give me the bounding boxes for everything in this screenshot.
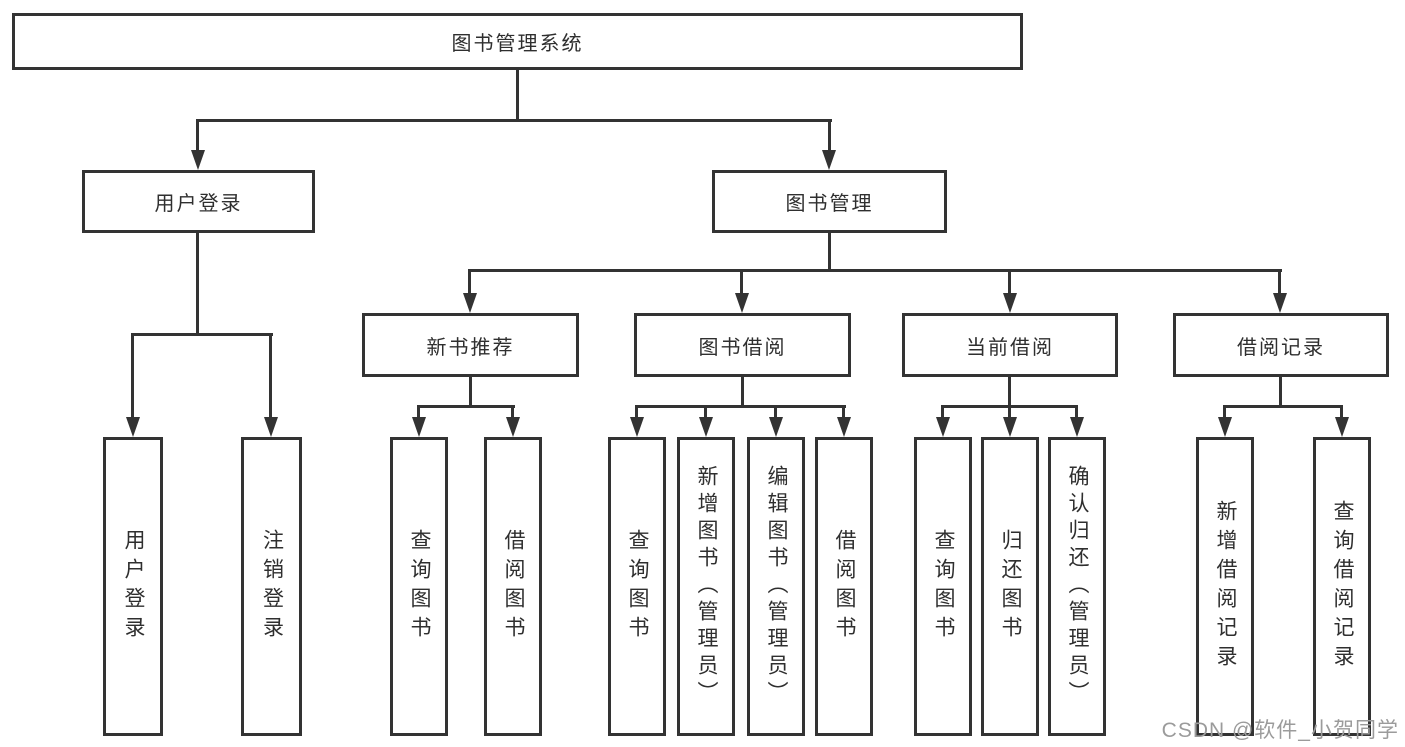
connector-book-management-hbar [469, 269, 1282, 272]
connector-user-login-trunk [196, 233, 199, 335]
node-borrow-records: 借阅记录 [1173, 313, 1389, 377]
leaf-query-book-borrow: 查询图书 [608, 437, 666, 736]
leaf-user-login: 用户登录 [103, 437, 163, 736]
arrow-down-icon [191, 150, 205, 170]
connector-root-trunk [516, 70, 519, 120]
leaf-borrow-book-recommend: 借阅图书 [484, 437, 542, 736]
connector-current-borrow-trunk [1008, 377, 1011, 407]
connector-stem-leaf [511, 405, 514, 417]
connector-borrow-records-trunk [1279, 377, 1282, 407]
connector-new-book-hbar [417, 405, 515, 408]
node-current-borrow: 当前借阅 [902, 313, 1118, 377]
connector-stem-leaf [131, 333, 134, 417]
connector-stem-leaf [941, 405, 944, 417]
leaf-edit-book-admin: 编辑图书（管理员） [747, 437, 805, 736]
arrow-down-icon [735, 293, 749, 313]
leaf-query-book-recommend: 查询图书 [390, 437, 448, 736]
arrow-down-icon [412, 417, 426, 437]
connector-root-hbar [196, 119, 832, 122]
connector-stem-leaf [269, 333, 272, 417]
connector-stem-leaf [635, 405, 638, 417]
connector-book-borrow-hbar [635, 405, 846, 408]
connector-book-management-trunk [828, 233, 831, 272]
leaf-query-book-current: 查询图书 [914, 437, 972, 736]
arrow-down-icon [506, 417, 520, 437]
connector-borrow-records-hbar [1223, 405, 1343, 408]
arrow-down-icon [837, 417, 851, 437]
leaf-borrow-book-recommend-label: 借阅图书 [502, 528, 526, 645]
arrow-down-icon [1070, 417, 1084, 437]
leaf-add-book-admin-label: 新增图书（管理员） [695, 465, 719, 708]
csdn-watermark: CSDN @软件_小贺同学 [1161, 719, 1399, 742]
connector-new-book-trunk [469, 377, 472, 407]
leaf-borrow-book: 借阅图书 [815, 437, 873, 736]
arrow-down-icon [822, 150, 836, 170]
leaf-logout-login-label: 注销登录 [260, 528, 284, 645]
connector-book-borrow-trunk [741, 377, 744, 407]
arrow-down-icon [1218, 417, 1232, 437]
leaf-query-borrow-record-label: 查询借阅记录 [1331, 499, 1355, 674]
leaf-edit-book-admin-label: 编辑图书（管理员） [765, 465, 789, 708]
connector-stem-leaf [774, 405, 777, 417]
connector-stem-book-borrow [740, 269, 743, 293]
leaf-user-login-label: 用户登录 [122, 528, 146, 645]
connector-stem-book-management [828, 119, 831, 151]
leaf-add-borrow-record: 新增借阅记录 [1196, 437, 1254, 736]
connector-stem-leaf [704, 405, 707, 417]
arrow-down-icon [1003, 417, 1017, 437]
connector-stem-borrow-records [1278, 269, 1281, 293]
node-book-management-label: 图书管理 [785, 193, 874, 215]
connector-stem-leaf [1223, 405, 1226, 417]
leaf-query-book-recommend-label: 查询图书 [408, 528, 432, 645]
arrow-down-icon [699, 417, 713, 437]
node-current-borrow-label: 当前借阅 [966, 336, 1054, 359]
arrow-down-icon [1003, 293, 1017, 313]
leaf-return-book-label: 归还图书 [999, 528, 1023, 645]
node-book-borrow: 图书借阅 [634, 313, 851, 377]
connector-stem-leaf [1340, 405, 1343, 417]
leaf-add-borrow-record-label: 新增借阅记录 [1214, 499, 1238, 674]
node-new-book-recommend: 新书推荐 [362, 313, 579, 377]
node-user-login-label: 用户登录 [154, 193, 243, 215]
node-user-login: 用户登录 [82, 170, 315, 233]
node-book-management: 图书管理 [712, 170, 947, 233]
leaf-query-borrow-record: 查询借阅记录 [1313, 437, 1371, 736]
arrow-down-icon [769, 417, 783, 437]
node-book-borrow-label: 图书借阅 [698, 336, 787, 359]
connector-stem-new-book [468, 269, 471, 293]
connector-stem-user-login [196, 119, 199, 151]
connector-stem-leaf [842, 405, 845, 417]
leaf-return-book: 归还图书 [981, 437, 1039, 736]
leaf-query-book-borrow-label: 查询图书 [626, 528, 650, 645]
node-borrow-records-label: 借阅记录 [1237, 336, 1325, 359]
connector-stem-leaf [1008, 405, 1011, 417]
leaf-add-book-admin: 新增图书（管理员） [677, 437, 735, 736]
connector-stem-leaf [1075, 405, 1078, 417]
arrow-down-icon [936, 417, 950, 437]
arrow-down-icon [630, 417, 644, 437]
arrow-down-icon [1335, 417, 1349, 437]
connector-stem-leaf [417, 405, 420, 417]
arrow-down-icon [463, 293, 477, 313]
leaf-confirm-return-admin-label: 确认归还（管理员） [1066, 465, 1090, 708]
connector-stem-current-borrow [1008, 269, 1011, 293]
leaf-query-book-current-label: 查询图书 [932, 528, 956, 645]
leaf-logout-login: 注销登录 [241, 437, 302, 736]
connector-user-login-hbar [131, 333, 273, 336]
leaf-confirm-return-admin: 确认归还（管理员） [1048, 437, 1106, 736]
leaf-borrow-book-label: 借阅图书 [833, 528, 857, 645]
node-root: 图书管理系统 [12, 13, 1023, 70]
node-root-label: 图书管理系统 [451, 33, 584, 55]
node-new-book-recommend-label: 新书推荐 [426, 336, 515, 359]
arrow-down-icon [264, 417, 278, 437]
arrow-down-icon [1273, 293, 1287, 313]
arrow-down-icon [126, 417, 140, 437]
